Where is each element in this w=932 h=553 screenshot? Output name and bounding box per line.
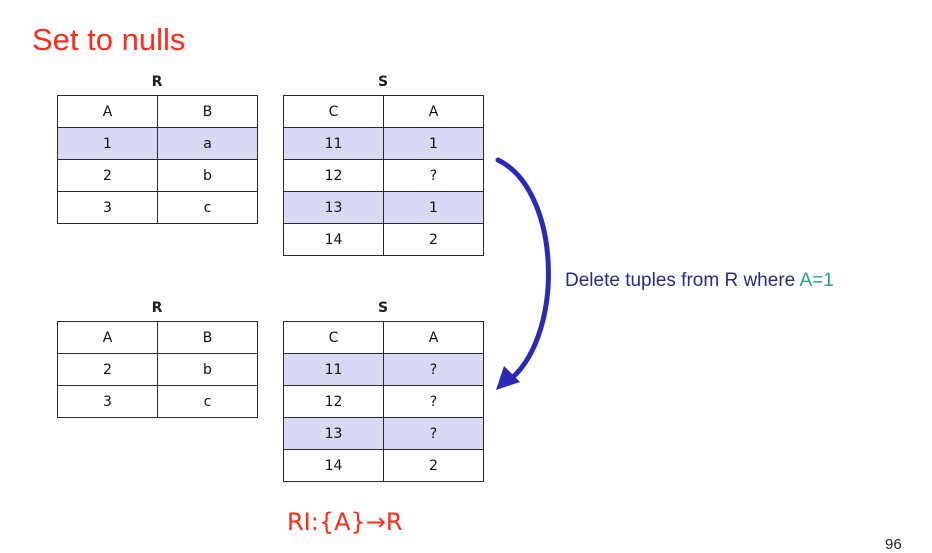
table-cell: b bbox=[157, 353, 258, 386]
table-cell: 12 bbox=[283, 385, 384, 418]
table-cell: ? bbox=[383, 159, 484, 192]
slide-title: Set to nulls bbox=[32, 22, 186, 57]
table-cell: 14 bbox=[283, 223, 384, 256]
table-cell: a bbox=[157, 127, 258, 160]
table-cell: ? bbox=[383, 417, 484, 450]
table-cell: c bbox=[157, 385, 258, 418]
table-cell: 11 bbox=[283, 353, 384, 386]
table-row: 12? bbox=[283, 385, 484, 418]
caption-condition: A=1 bbox=[799, 270, 834, 291]
table-cell: 12 bbox=[283, 159, 384, 192]
arrow-head-icon bbox=[496, 366, 520, 390]
page-number: 96 bbox=[885, 536, 902, 553]
table-row: 13? bbox=[283, 417, 484, 450]
arrow-curve bbox=[495, 157, 551, 385]
table-row: 11? bbox=[283, 353, 484, 386]
arrow-caption: Delete tuples from R where A=1 bbox=[565, 270, 834, 292]
before-s-name: S bbox=[377, 74, 389, 90]
column-header: A bbox=[383, 95, 484, 128]
column-header: B bbox=[157, 321, 258, 354]
caption-text: Delete tuples from R where bbox=[565, 270, 800, 291]
after-r-name: R bbox=[151, 300, 163, 316]
before-r-name: R bbox=[151, 74, 163, 90]
table-cell: 1 bbox=[383, 191, 484, 224]
table-cell: ? bbox=[383, 353, 484, 386]
table-cell: 2 bbox=[383, 449, 484, 482]
table-row: 12? bbox=[283, 159, 484, 192]
after-s-name: S bbox=[377, 300, 389, 316]
table-cell: 3 bbox=[57, 385, 158, 418]
table-cell: 1 bbox=[383, 127, 484, 160]
table-cell: 14 bbox=[283, 449, 384, 482]
column-header: B bbox=[157, 95, 258, 128]
ri-constraint: RI:{A}→R bbox=[287, 508, 403, 536]
table-cell: 2 bbox=[383, 223, 484, 256]
table-cell: c bbox=[157, 191, 258, 224]
table-cell: ? bbox=[383, 385, 484, 418]
